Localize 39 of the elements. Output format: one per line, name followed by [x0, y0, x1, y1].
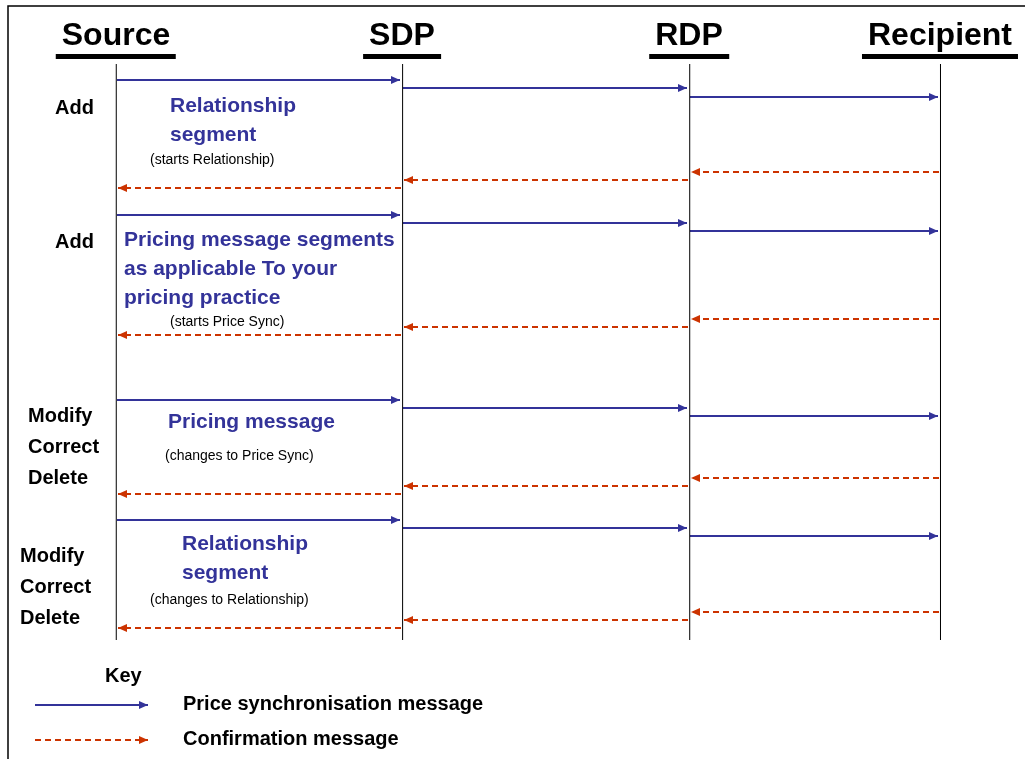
key-heading: Key [105, 663, 143, 688]
lifeline-header: Recipient [862, 14, 1018, 59]
arrow [116, 396, 401, 404]
note-text: (changes to Price Sync) [165, 446, 315, 464]
dashed-arrow [117, 331, 402, 339]
lifeline-header: Source [55, 14, 177, 59]
note-text: (starts Price Sync) [170, 312, 286, 330]
arrow [402, 84, 688, 92]
dashed-arrow [690, 474, 940, 482]
action-label: Add [55, 229, 95, 254]
arrow [116, 76, 401, 84]
arrow [402, 219, 688, 227]
note-text: (changes to Relationship) [150, 590, 310, 608]
dashed-arrow [403, 176, 689, 184]
dashed-arrow [403, 323, 689, 331]
dashed-arrow [117, 184, 402, 192]
legend-text: Confirmation message [183, 727, 399, 750]
arrow [402, 524, 688, 532]
lifeline-header: SDP [363, 14, 441, 59]
note-text: (starts Relationship) [150, 150, 276, 168]
arrow [689, 532, 939, 540]
action-label: Add [55, 95, 95, 120]
legend-text: Price synchronisation message [183, 692, 484, 715]
dashed-arrow [690, 608, 940, 616]
dashed-arrow [403, 482, 689, 490]
lifeline-header: RDP [649, 14, 729, 59]
dashed-arrow [117, 624, 402, 632]
action-label: Modify Correct Delete [28, 403, 101, 490]
arrow [116, 211, 401, 219]
dashed-arrow [690, 168, 940, 176]
arrow [116, 516, 401, 524]
dashed-arrow [403, 616, 689, 624]
dashed-arrow [690, 315, 940, 323]
action-label: Modify Correct Delete [20, 543, 93, 630]
arrow [689, 93, 939, 101]
arrow [402, 404, 688, 412]
arrow [689, 412, 939, 420]
dashed-arrow [117, 490, 402, 498]
arrow [689, 227, 939, 235]
